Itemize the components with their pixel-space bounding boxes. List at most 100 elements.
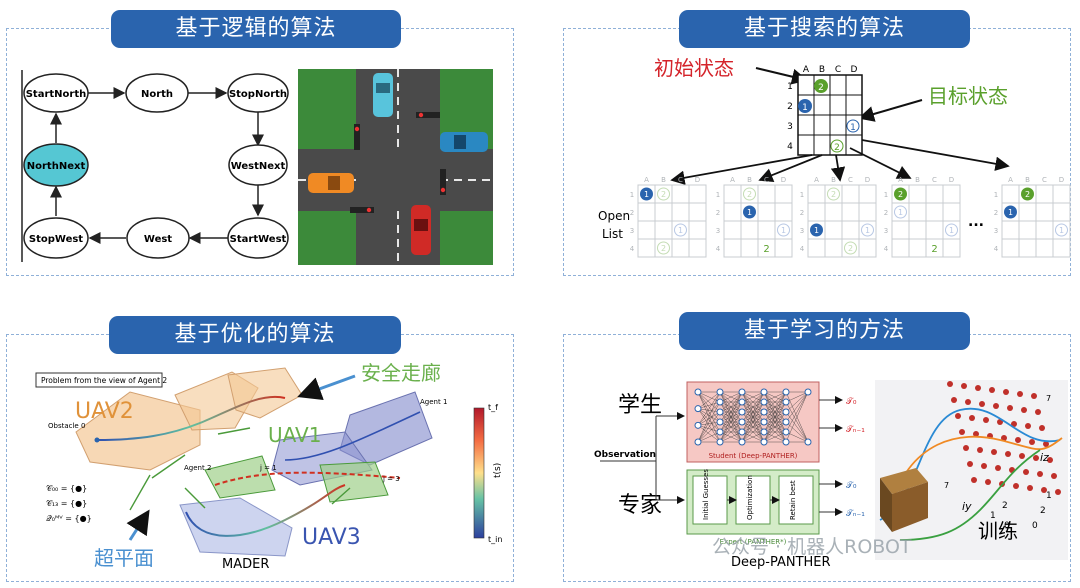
grid-marker bbox=[1021, 187, 1034, 201]
open-list-label: Open bbox=[598, 209, 630, 223]
grid-row-header: 2 bbox=[630, 209, 634, 217]
grid-row-header: 2 bbox=[884, 209, 888, 217]
svg-text:1: 1 bbox=[802, 103, 808, 113]
grid-row-header: 1 bbox=[716, 191, 720, 199]
svg-text:iy: iy bbox=[962, 500, 972, 513]
lattice-dot bbox=[1041, 487, 1047, 493]
nn-neuron bbox=[694, 405, 702, 413]
mader-label: MADER bbox=[222, 557, 269, 572]
nn-neuron bbox=[760, 398, 768, 406]
lattice-dot bbox=[991, 449, 997, 455]
grid-marker bbox=[743, 205, 756, 219]
lattice-dot bbox=[1033, 455, 1039, 461]
lattice-dot bbox=[989, 387, 995, 393]
neural-network bbox=[694, 388, 812, 446]
lattice-dot bbox=[1037, 471, 1043, 477]
grid-col-header: A bbox=[644, 176, 649, 184]
grid-marker bbox=[743, 187, 756, 201]
lattice-dot bbox=[1039, 425, 1045, 431]
grid-marker-label: 1 bbox=[949, 226, 954, 235]
goal-state-label: 目标状态 bbox=[928, 84, 1008, 108]
nn-neuron bbox=[716, 428, 724, 436]
grid-col-header: C bbox=[678, 176, 683, 184]
nn-neuron bbox=[738, 408, 746, 416]
svg-text:3: 3 bbox=[787, 122, 793, 132]
grid-col-header: B bbox=[915, 176, 920, 184]
lattice-dot bbox=[967, 461, 973, 467]
lattice-dot bbox=[1035, 409, 1041, 415]
lattice-dot bbox=[1019, 453, 1025, 459]
grid-row-header: 1 bbox=[800, 191, 804, 199]
lattice-dot bbox=[955, 413, 961, 419]
lattice-dot bbox=[973, 431, 979, 437]
grid-marker-label: 2 bbox=[747, 190, 752, 199]
svg-text:Agent 2: Agent 2 bbox=[184, 464, 211, 472]
training-scene bbox=[875, 380, 1068, 560]
main-grid: A B C D 1 2 3 4 2 1 1 2 bbox=[787, 65, 863, 156]
svg-text:𝒯ₙ₋₁: 𝒯ₙ₋₁ bbox=[846, 425, 865, 435]
grid-marker-label: 1 bbox=[678, 226, 683, 235]
ellipsis: ... bbox=[968, 214, 984, 230]
node-startnorth bbox=[23, 73, 89, 113]
nn-neuron bbox=[782, 398, 790, 406]
nn-neuron bbox=[760, 438, 768, 446]
hyperplane-label: 超平面 bbox=[94, 546, 154, 570]
grid-marker bbox=[674, 223, 687, 237]
svg-text:4: 4 bbox=[787, 142, 793, 152]
svg-text:Expert (PANTHER*): Expert (PANTHER*) bbox=[720, 538, 787, 546]
lattice-dot bbox=[1027, 485, 1033, 491]
grid-row-header: 3 bbox=[994, 227, 998, 235]
grid-row-header: 1 bbox=[884, 191, 888, 199]
grid-marker bbox=[945, 223, 958, 237]
grid-marker bbox=[657, 241, 670, 255]
lattice-dot bbox=[979, 401, 985, 407]
grid-row-header: 4 bbox=[630, 245, 635, 253]
nn-neuron bbox=[716, 388, 724, 396]
node-label: StopWest bbox=[29, 234, 83, 245]
grid-marker-label: 1 bbox=[781, 226, 786, 235]
svg-text:𝒯₀: 𝒯₀ bbox=[846, 481, 857, 491]
deep-panther-label: Deep-PANTHER bbox=[731, 555, 831, 570]
lattice-dot bbox=[1001, 435, 1007, 441]
lattice-dot bbox=[981, 463, 987, 469]
svg-text:Obstacle 0: Obstacle 0 bbox=[48, 422, 85, 430]
lattice-dot bbox=[1023, 469, 1029, 475]
node-northnext bbox=[23, 143, 89, 187]
safe-corridor-label: 安全走廊 bbox=[361, 361, 441, 385]
svg-text:j = 1: j = 1 bbox=[259, 464, 277, 472]
student-label: 学生 bbox=[618, 393, 662, 418]
nn-neuron bbox=[760, 428, 768, 436]
lattice-dot bbox=[1021, 407, 1027, 413]
grid-marker-label: 1 bbox=[1059, 226, 1064, 235]
lattice-dot bbox=[1013, 483, 1019, 489]
lattice-dot bbox=[1055, 489, 1061, 495]
svg-text:7: 7 bbox=[944, 481, 949, 490]
colorbar bbox=[473, 407, 485, 539]
svg-text:𝒯ₙ₋₁: 𝒯ₙ₋₁ bbox=[846, 509, 865, 519]
node-north bbox=[125, 73, 189, 113]
svg-text:B: B bbox=[819, 65, 825, 75]
nn-neuron bbox=[760, 408, 768, 416]
expert-label: 专家 bbox=[618, 493, 662, 518]
svg-text:0: 0 bbox=[1032, 521, 1038, 531]
grid-col-header: D bbox=[949, 176, 954, 184]
svg-text:2: 2 bbox=[818, 83, 824, 93]
initial-state-label: 初始状态 bbox=[654, 56, 734, 80]
lattice-dot bbox=[995, 465, 1001, 471]
grid-row-header: 2 bbox=[800, 209, 804, 217]
node-stopnorth bbox=[227, 73, 289, 113]
q0mv-label: 𝒬₀ᴹⱽ = {●} bbox=[46, 514, 92, 523]
node-label: StopNorth bbox=[229, 89, 287, 100]
grid-row-header: 4 bbox=[716, 245, 721, 253]
nn-neuron bbox=[782, 418, 790, 426]
problem-label: Problem from the view of Agent 2 bbox=[41, 376, 167, 385]
grid-marker bbox=[1004, 205, 1017, 219]
grid-marker-label: 1 bbox=[644, 190, 649, 199]
lattice-dot bbox=[1047, 457, 1053, 463]
nn-neuron bbox=[694, 421, 702, 429]
grid-col-header: C bbox=[764, 176, 769, 184]
lattice-dot bbox=[1017, 391, 1023, 397]
